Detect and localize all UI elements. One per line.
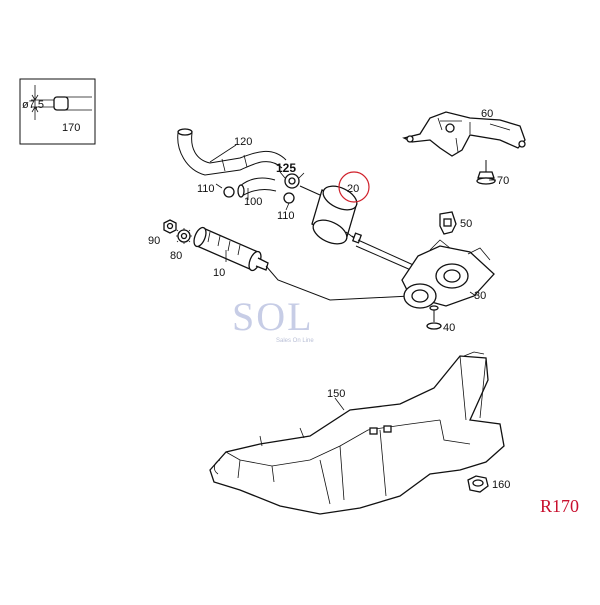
leader-30: [469, 291, 477, 297]
clip-50: [439, 211, 457, 235]
callout-110-right: 110: [277, 210, 295, 222]
hose-end-ring: [53, 96, 69, 111]
watermark-tagline: Sales On Line: [276, 338, 314, 344]
watermark: SOL Sales On Line: [232, 294, 314, 344]
callout-40: 40: [443, 322, 455, 334]
callout-120: 120: [234, 136, 252, 148]
nut-160: [467, 475, 489, 493]
clamp-110-right: [283, 192, 295, 211]
callout-110-left: 110: [197, 183, 215, 195]
star-washer-80: [176, 228, 192, 244]
bolt-70: [476, 160, 496, 185]
legend-frame: [19, 78, 96, 145]
clamp-125: [279, 171, 305, 189]
callout-100: 100: [244, 196, 262, 208]
bolt-40: [426, 305, 442, 330]
model-code: R170: [540, 496, 579, 516]
callout-60: 60: [481, 108, 493, 120]
leader-150: [334, 397, 345, 411]
length-label: 170: [62, 122, 80, 134]
callout-160: 160: [492, 479, 510, 491]
tray-150: [209, 351, 505, 515]
callout-70: 70: [497, 175, 509, 187]
diameter-label: ø7,5: [22, 99, 44, 111]
callout-80: 80: [170, 250, 182, 262]
hose-dimension-legend: ø7,5 170: [19, 78, 96, 145]
bracket-60: [402, 111, 526, 157]
callout-20: 20: [347, 183, 359, 195]
fuel-filter-20: [299, 185, 421, 275]
nut-90: [163, 219, 177, 234]
clamp-110-left: [215, 183, 235, 198]
leader-120: [209, 144, 237, 163]
callout-30: 30: [474, 290, 486, 302]
callout-125: 125: [276, 161, 296, 175]
callout-90: 90: [148, 235, 160, 247]
holder-30: [401, 239, 495, 309]
callout-labels: 10 20 30 40 50 60 70 80 90 100 110 110 1…: [148, 108, 510, 491]
watermark-brand: SOL: [232, 294, 314, 339]
callout-150: 150: [327, 388, 345, 400]
callout-50: 50: [460, 218, 472, 230]
hose-100: [237, 177, 277, 200]
callout-10: 10: [213, 267, 225, 279]
hose-120: [177, 128, 287, 176]
highlight-circle: [338, 171, 370, 203]
fuel-pump-10: [193, 226, 411, 301]
